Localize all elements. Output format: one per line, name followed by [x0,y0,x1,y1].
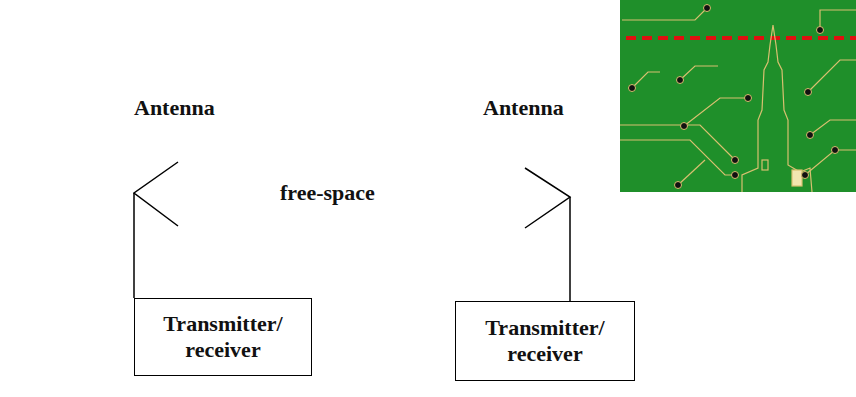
transceiver-box: Transmitter/ receiver [134,298,312,376]
box-text: Transmitter/ receiver [456,315,634,368]
antenna-symbol [134,162,178,298]
label-text: free-space [280,180,375,206]
label-text: Antenna [134,95,215,121]
antenna-symbol [525,168,570,301]
box-text: Transmitter/ receiver [135,311,311,364]
pcb-logo [620,0,856,192]
label-text: Antenna [483,95,564,121]
transceiver-box: Transmitter/ receiver [455,301,635,381]
